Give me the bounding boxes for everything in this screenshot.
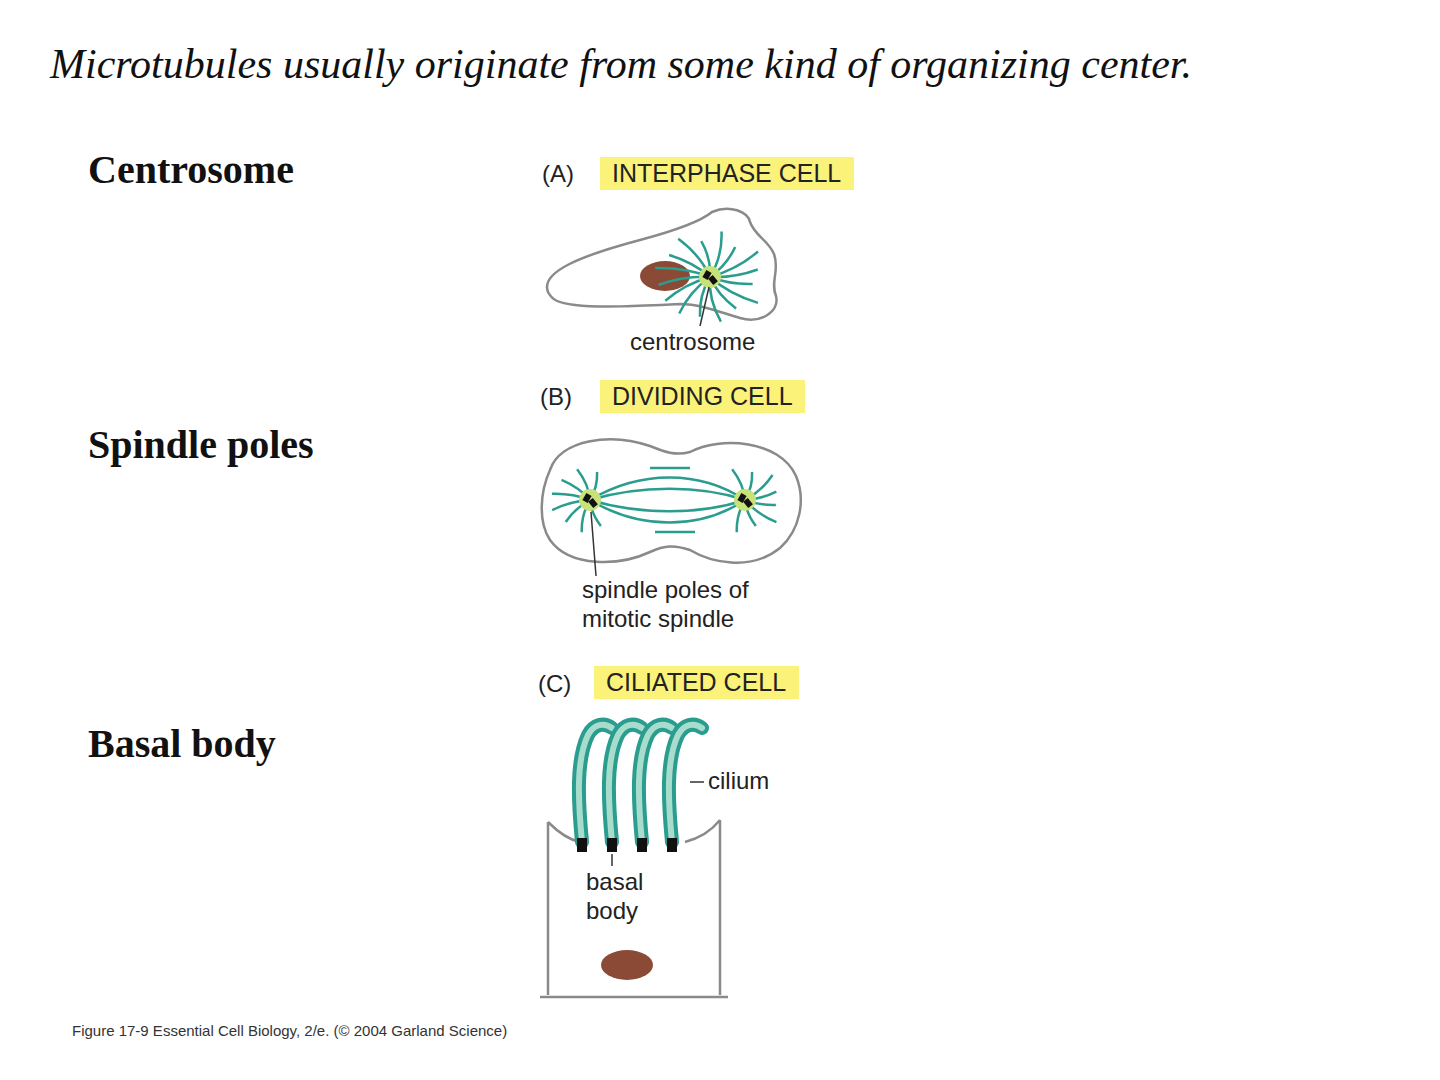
- section-label: Centrosome: [88, 146, 294, 193]
- panel-letter: (C): [538, 670, 571, 698]
- interphase-cell: [547, 209, 777, 326]
- highlight-box: CILIATED CELL: [594, 666, 799, 699]
- callout-label: centrosome: [630, 328, 810, 357]
- panel-heading: CILIATED CELL: [606, 668, 787, 697]
- callout-label: cilium: [708, 767, 818, 796]
- highlight-box: INTERPHASE CELL: [600, 157, 854, 190]
- panel-heading: DIVIDING CELL: [612, 382, 793, 411]
- callout-label: spindle poles of mitotic spindle: [582, 576, 822, 634]
- ciliated-cell: [540, 725, 728, 997]
- highlight-box: DIVIDING CELL: [600, 380, 805, 413]
- title: Microtubules usually originate from some…: [50, 40, 1192, 88]
- caption: Figure 17-9 Essential Cell Biology, 2/e.…: [72, 1022, 507, 1039]
- section-label: Basal body: [88, 720, 276, 767]
- panel-letter: (A): [542, 160, 574, 188]
- dividing-cell: [542, 439, 801, 576]
- section-label: Spindle poles: [88, 421, 314, 468]
- callout-label: basal body: [586, 868, 666, 926]
- panel-letter: (B): [540, 383, 572, 411]
- panel-heading: INTERPHASE CELL: [612, 159, 842, 188]
